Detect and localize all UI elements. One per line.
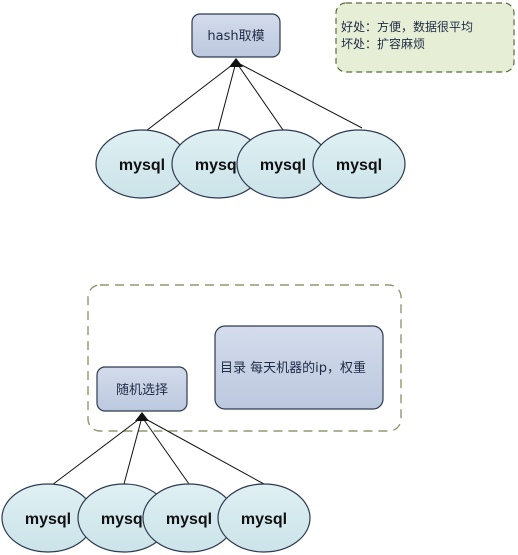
connector-line [123, 416, 143, 485]
mysql-node[interactable]: mysql [236, 129, 330, 199]
pros-cons-note: 好处：方便，数据很平均 坏处：扩容麻烦 [335, 2, 515, 73]
mysql-node-label: mysql [241, 511, 287, 528]
mysql-node-label: mysql [195, 157, 241, 174]
mysql-node[interactable]: mysql [171, 129, 265, 199]
connector-line [235, 61, 363, 129]
arrowhead-icon [135, 412, 149, 421]
routing-group-container [87, 284, 402, 432]
mysql-node-label: mysql [25, 511, 71, 528]
bottom-mysql-nodes: mysql mysql mysql mysql [1, 483, 311, 553]
arrowhead-icon [229, 58, 243, 67]
hash-router-box[interactable]: hash取模 [191, 13, 281, 58]
mysql-node[interactable]: mysql [1, 483, 95, 553]
mysql-node-label: mysql [101, 511, 147, 528]
directory-info-label: 目录 每天机器的ip，权重 [220, 360, 366, 376]
connector-line [47, 416, 143, 489]
connector-line [235, 61, 284, 131]
connector-line [141, 416, 190, 485]
mysql-node-label: mysql [260, 157, 306, 174]
mysql-node[interactable]: mysql [77, 483, 171, 553]
mysql-node-label: mysql [166, 511, 212, 528]
note-line-cons: 坏处：扩容麻烦 [341, 36, 425, 51]
top-diagram: hash取模 好处：方便，数据很平均 坏处：扩容麻烦 mysql mysql m… [95, 2, 515, 199]
mysql-node-label: mysql [119, 157, 165, 174]
connector-line [217, 61, 237, 131]
mysql-node-label: mysql [336, 157, 382, 174]
mysql-node[interactable]: mysql [312, 129, 406, 199]
mysql-node[interactable]: mysql [217, 483, 311, 553]
top-connectors [141, 61, 363, 135]
mysql-node[interactable]: mysql [95, 129, 189, 199]
top-mysql-nodes: mysql mysql mysql mysql [95, 129, 406, 199]
directory-info-box[interactable]: 目录 每天机器的ip，权重 [214, 325, 384, 410]
hash-router-label: hash取模 [207, 29, 264, 44]
connector-line [141, 416, 265, 485]
note-line-pros: 好处：方便，数据很平均 [341, 19, 473, 34]
random-router-box[interactable]: 随机选择 [96, 366, 188, 412]
connector-line [141, 61, 237, 135]
bottom-diagram: 目录 每天机器的ip，权重 随机选择 mysql mysql [1, 284, 402, 553]
bottom-connectors [47, 416, 265, 489]
random-router-label: 随机选择 [116, 383, 168, 398]
